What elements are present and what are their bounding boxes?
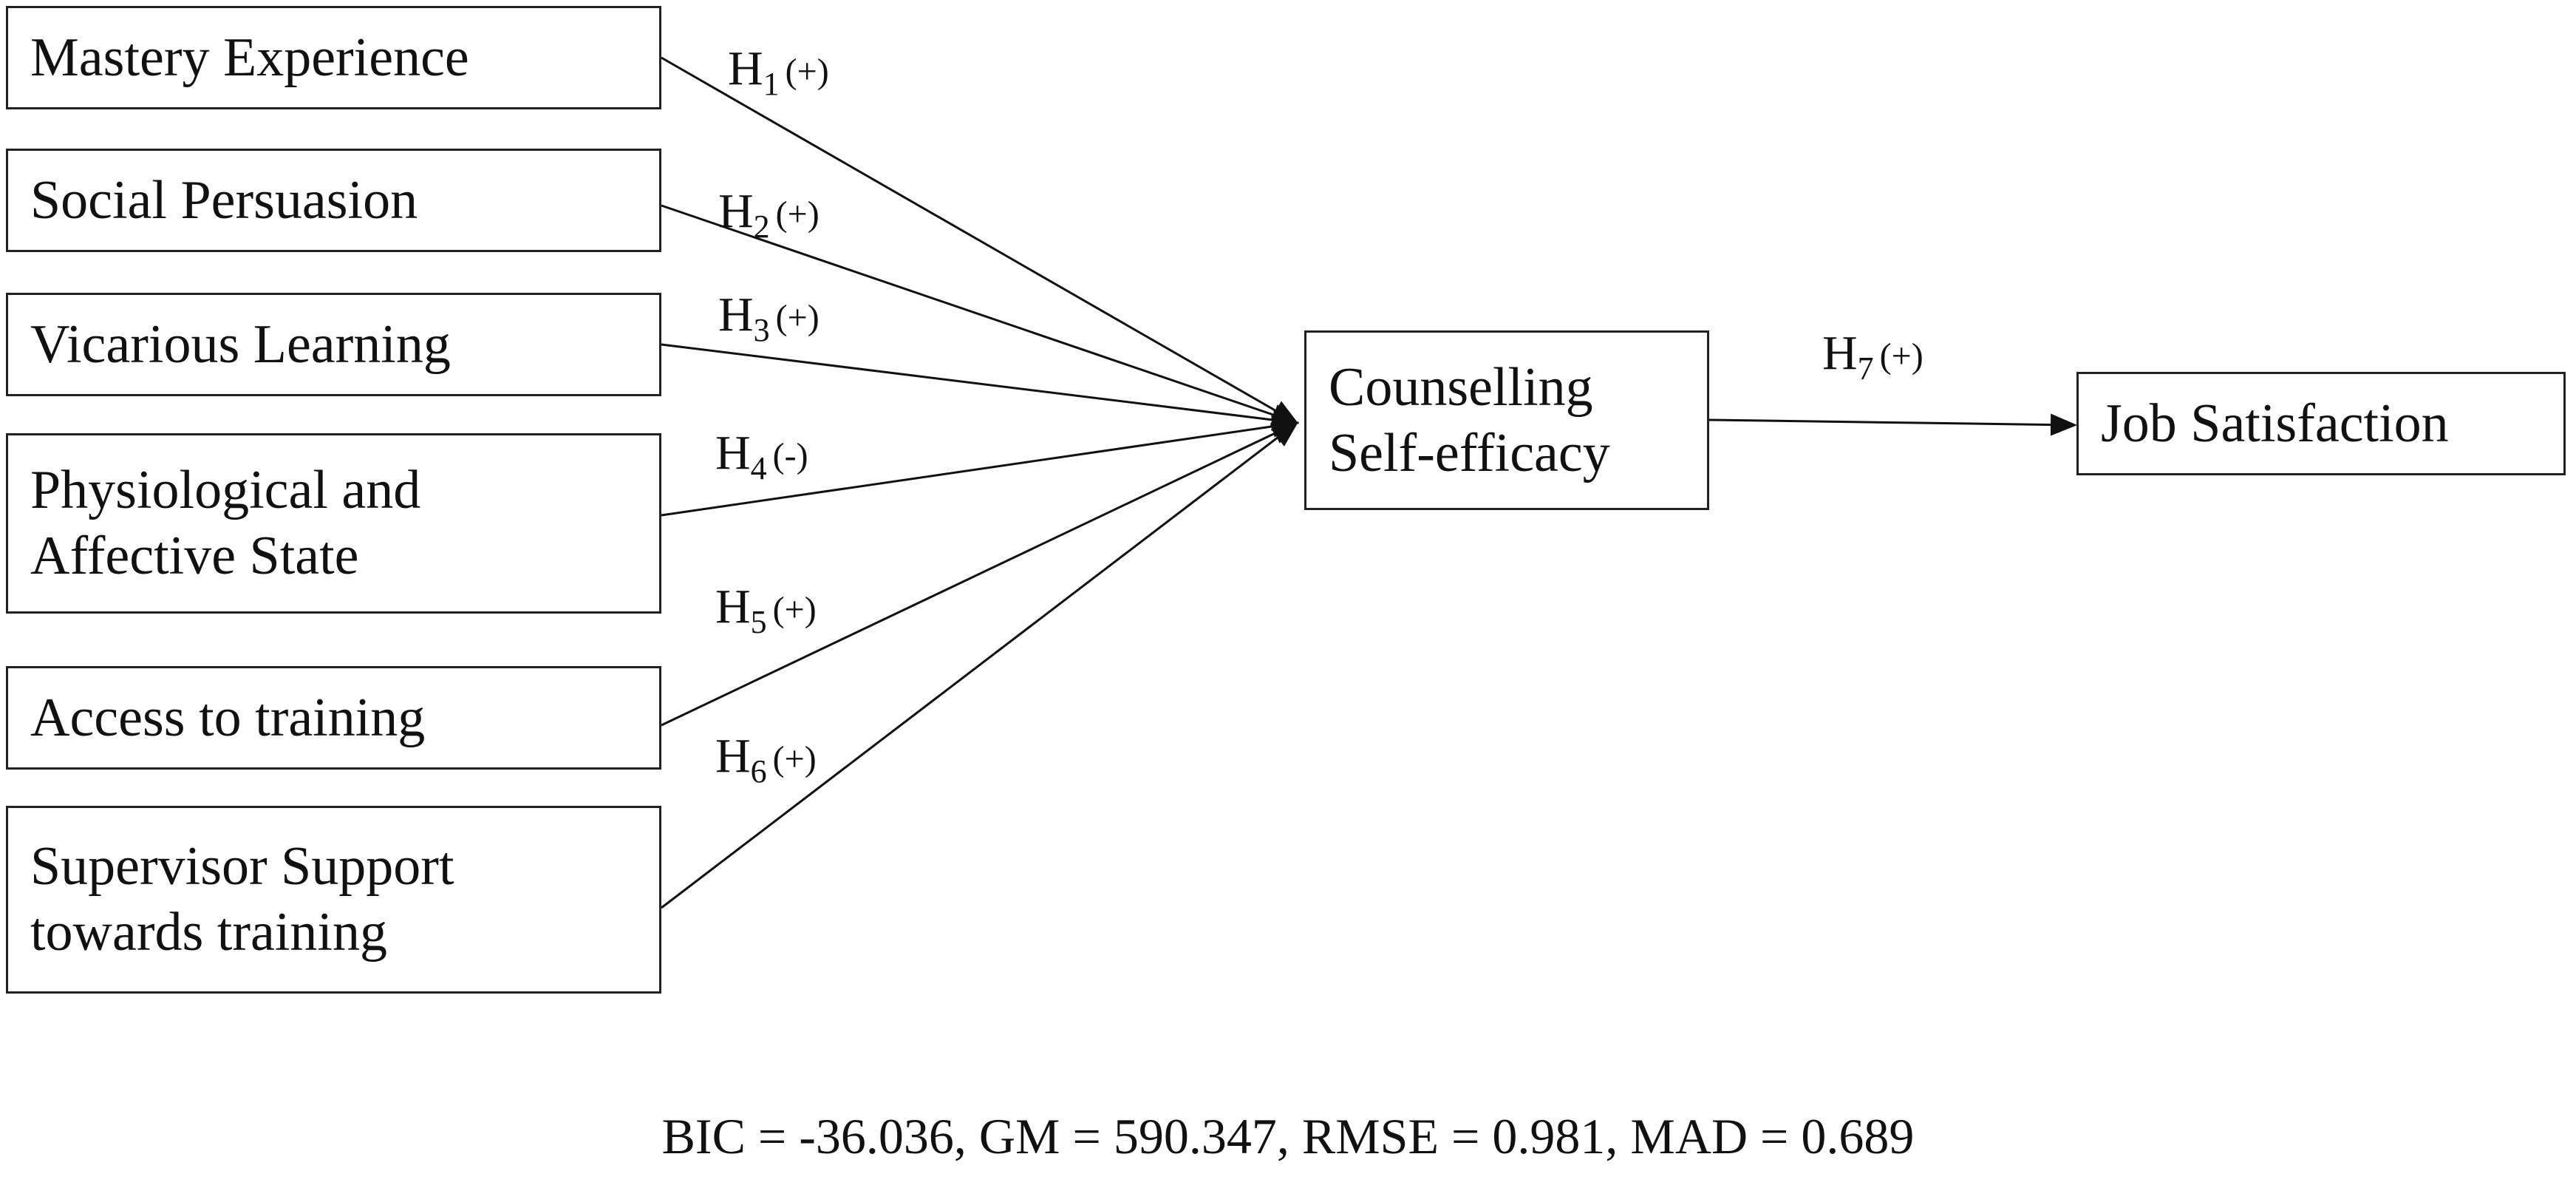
hypothesis-sign: (+) (775, 298, 820, 337)
hypothesis-letter: H (715, 580, 751, 634)
path-h1 (661, 56, 1299, 424)
hypothesis-index: 3 (753, 312, 770, 348)
factor-label: Physiological and Affective State (30, 460, 421, 586)
hypothesis-index: 7 (1857, 350, 1874, 387)
hypothesis-sign: (+) (1879, 336, 1924, 376)
path-h3 (661, 343, 1299, 431)
factor-label: Social Persuasion (30, 169, 418, 231)
hypothesis-label-h2: H2(+) (718, 183, 820, 245)
hypothesis-letter: H (718, 288, 754, 342)
hypothesis-sign: (+) (785, 52, 829, 91)
hypothesis-letter: H (718, 184, 754, 238)
hypothesis-label-h4: H4(-) (715, 425, 808, 487)
hypothesis-letter: H (728, 41, 763, 95)
fit-statistics: BIC = -36.036, GM = 590.347, RMSE = 0.98… (661, 1108, 1915, 1164)
hypothesis-index: 4 (750, 450, 767, 486)
hypothesis-sign: (-) (772, 436, 808, 475)
path-h5 (661, 421, 1299, 727)
hypothesis-label-h7: H7(+) (1822, 325, 1924, 387)
factor-label: Mastery Experience (30, 27, 469, 88)
hypothesis-index: 5 (750, 604, 767, 640)
hypothesis-sign: (+) (772, 739, 817, 778)
hypothesis-label-h1: H1(+) (728, 41, 829, 103)
hypothesis-letter: H (1822, 326, 1858, 380)
factor-vicarious-learning: Vicarious Learning (6, 293, 661, 396)
outcome-label: Job Satisfaction (2101, 393, 2449, 454)
outcome-job-satisfaction: Job Satisfaction (2076, 372, 2566, 475)
factor-supervisor-support: Supervisor Support towards training (6, 806, 661, 994)
hypothesis-sign: (+) (775, 194, 820, 234)
factor-mastery-experience: Mastery Experience (6, 6, 661, 109)
path-h4 (661, 415, 1299, 517)
path-h7 (1708, 413, 2077, 436)
hypothesis-letter: H (715, 426, 751, 480)
hypothesis-label-h5: H5(+) (715, 579, 817, 641)
hypothesis-index: 2 (753, 208, 770, 245)
hypothesis-label-h6: H6(+) (715, 728, 817, 790)
mediator-label: Counselling Self-efficacy (1329, 356, 1610, 483)
hypothesis-letter: H (715, 729, 751, 783)
factor-label: Access to training (30, 687, 426, 748)
hypothesis-sign: (+) (772, 590, 817, 629)
factor-physiological-affective-state: Physiological and Affective State (6, 433, 661, 614)
factor-access-to-training: Access to training (6, 666, 661, 770)
hypothesis-index: 6 (750, 753, 767, 790)
mediator-counselling-self-efficacy: Counselling Self-efficacy (1304, 330, 1709, 510)
factor-label: Vicarious Learning (30, 313, 451, 375)
path-h6 (661, 421, 1299, 909)
hypothesis-label-h3: H3(+) (718, 287, 820, 349)
hypothesis-index: 1 (763, 66, 780, 102)
factor-label: Supervisor Support towards training (30, 836, 454, 963)
path-h2 (661, 204, 1299, 426)
factor-social-persuasion: Social Persuasion (6, 149, 661, 252)
